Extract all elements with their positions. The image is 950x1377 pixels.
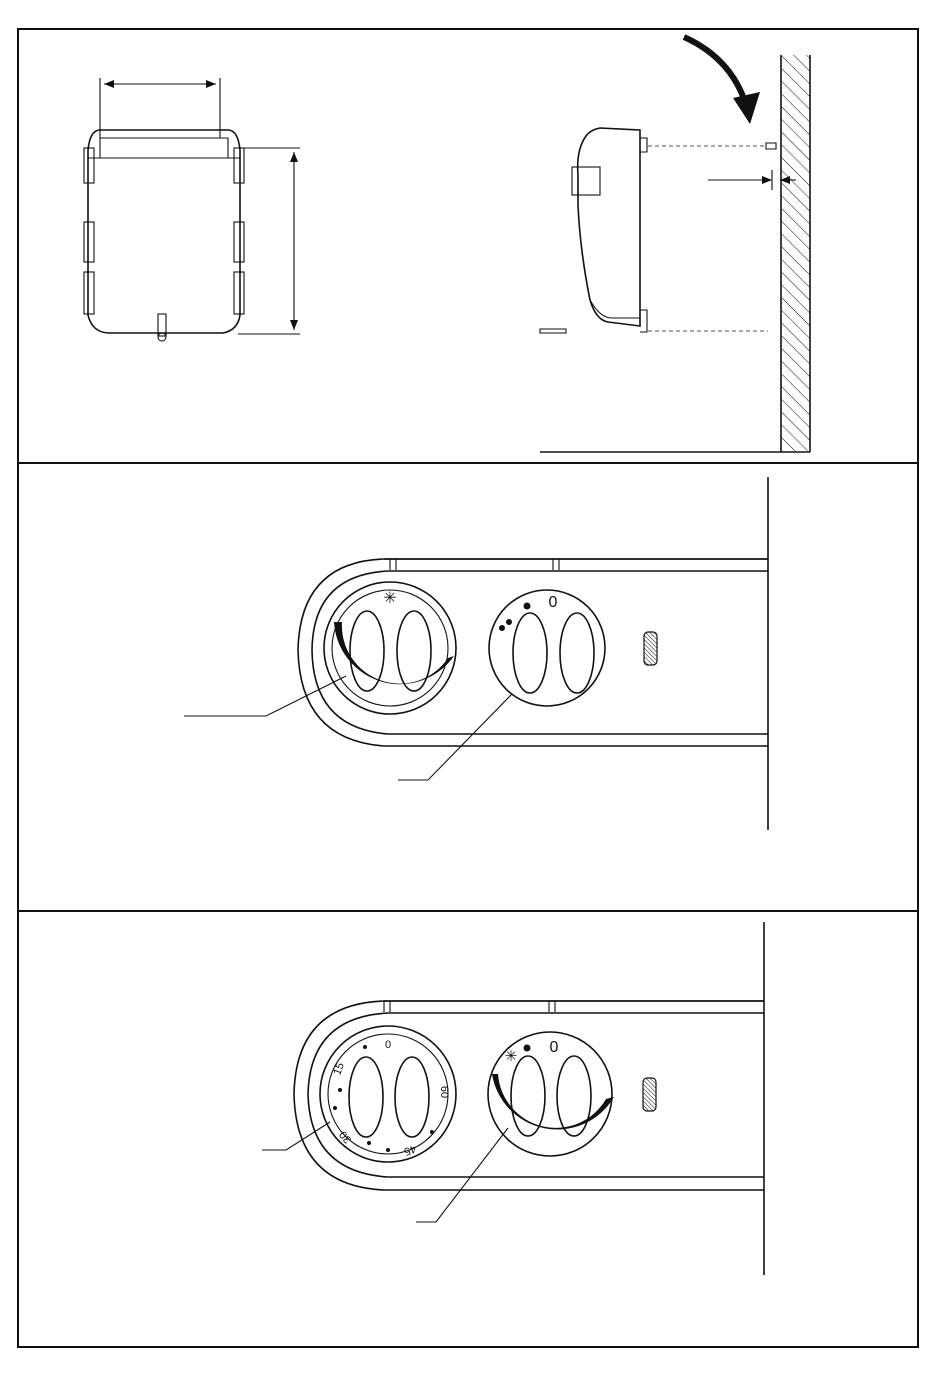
one-dot-icon [524, 603, 531, 610]
heater-side-view [540, 37, 796, 333]
thermostat-dial[interactable]: ✳ [324, 582, 456, 714]
leader-thermostat-2 [416, 1128, 508, 1222]
timer-dial[interactable]: 0 15 30 45 60 [320, 1026, 456, 1162]
timer-label-60: 60 [438, 1086, 450, 1098]
two-dot-icon [499, 625, 505, 631]
power-selector-dial[interactable]: 0 [489, 590, 605, 706]
off-symbol-2: 0 [550, 1039, 559, 1056]
off-symbol: 0 [549, 594, 558, 611]
timer-label-45: 45 [402, 1142, 418, 1157]
timer-label-15: 15 [331, 1061, 346, 1077]
frost-protection-icon-2: ✳ [505, 1048, 518, 1065]
leader-power-selector [398, 694, 512, 780]
timer-label-0: 0 [385, 1039, 391, 1051]
indicator-lamp-2 [643, 1078, 656, 1111]
indicator-lamp [644, 632, 657, 665]
leader-timer [262, 1122, 330, 1150]
thermostat-dial-2[interactable]: ✳ 0 [488, 1032, 614, 1156]
panel-thermostat-controls: ✳ 0 [184, 477, 768, 830]
panel-timer-controls: 0 15 30 45 60 ✳ 0 [262, 922, 764, 1275]
wall-hatched [540, 55, 810, 452]
one-dot-icon-2 [524, 1045, 531, 1052]
frost-protection-icon: ✳ [383, 590, 396, 607]
panel-mounting-dimensions [84, 37, 810, 452]
heater-front-view [84, 78, 300, 341]
